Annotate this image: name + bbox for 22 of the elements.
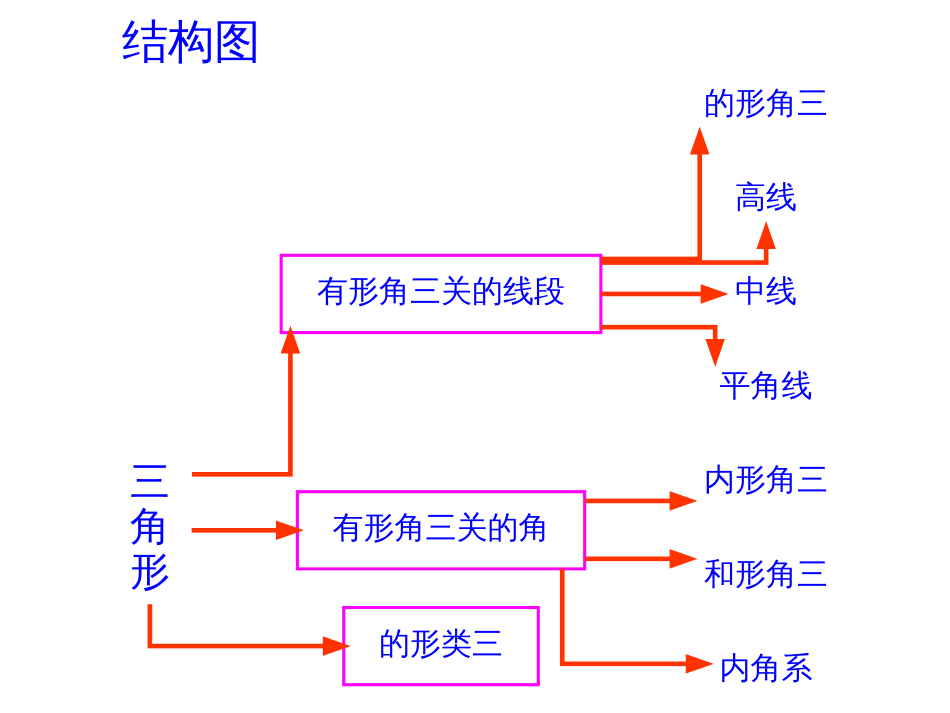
arrow [585, 491, 698, 511]
diagram-title: 结构图 [122, 14, 260, 69]
arrow [601, 126, 710, 262]
node-box: 的形类三 [342, 606, 540, 686]
arrow [585, 549, 698, 569]
arrow [192, 326, 300, 477]
node-text: 和形角三 [704, 556, 828, 592]
arrow [192, 520, 304, 540]
node-text: 中线 [735, 274, 798, 310]
node-text: 高线 [735, 179, 798, 216]
arrow [148, 604, 351, 656]
node-text: 三角形 [130, 459, 170, 595]
arrow [600, 324, 725, 367]
arrow [560, 568, 714, 674]
node-text: 的形角三 [704, 85, 828, 122]
node-text: 内形角三 [704, 462, 828, 498]
arrow [601, 221, 776, 265]
node-box: 有形角三关的线段 [280, 254, 602, 334]
arrow [601, 284, 729, 304]
node-text: 平角线 [720, 368, 813, 404]
node-box: 有形角三关的角 [296, 490, 586, 570]
node-text: 内角系 [720, 650, 813, 687]
